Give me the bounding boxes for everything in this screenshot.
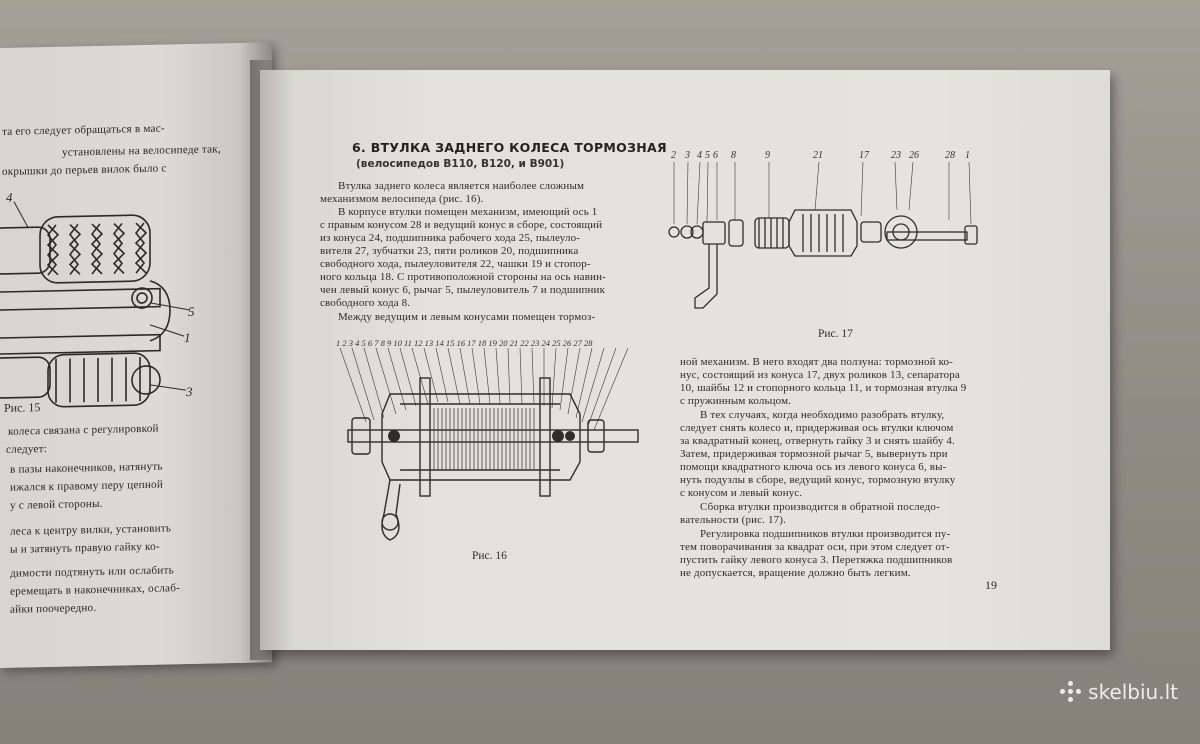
body-text-line: за квадратный конец, отвернуть гайку 3 и… [680,435,955,447]
fig16-callout-numbers: 1 2 3 4 5 6 7 8 9 10 11 12 13 14 15 16 1… [336,338,593,348]
body-text-line: Между ведущим и левым конусами помещен т… [338,311,596,323]
figure-17-exploded-view: 2 3 4 5 6 8 9 21 17 23 26 28 1 [668,150,978,309]
skelbiu-logo-icon [1060,681,1082,703]
left-text-line: димости подтянуть или ослабить [10,564,174,580]
fig17-label: 9 [765,150,770,161]
fig17-label: 2 [671,150,676,161]
fig15-label: 4 [6,190,13,205]
fig15-label: 1 [184,330,190,345]
fig17-label: 3 [684,150,690,161]
left-text-line: колеса связана с регулировкой [8,422,159,438]
body-text-line: не допускается, вращение должно быть лег… [680,567,911,579]
left-page: та его следует обращаться в мас- установ… [0,42,272,668]
left-text-line: еремещать в наконечниках, ослаб- [10,582,181,598]
body-text-line: чен левый конус 6, рычаг 5, пылеуловител… [320,284,606,296]
body-text-line: Втулка заднего колеса является наиболее … [338,180,585,192]
left-text-line: ы и затянуть правую гайку ко- [10,540,160,556]
body-text-line: Затем, придерживая тормозной рычаг 5, вы… [680,448,948,460]
fig15-label: 3 [185,384,193,399]
figure-16-caption: Рис. 16 [472,550,507,562]
watermark: skelbiu.lt [1060,680,1178,704]
body-text-line: с конусом и левый конус. [680,487,803,499]
left-text-line: следует: [6,443,48,456]
fig17-label: 6 [713,150,718,161]
body-text-line: Регулировка подшипников втулки производи… [700,528,951,540]
fig17-label: 5 [705,150,710,161]
fig17-label: 28 [945,150,955,161]
body-text-line: с правым конусом 28 и ведущий конус в сб… [320,219,603,231]
body-text-line: нус, состоящий из конуса 17, двух ролико… [680,369,960,381]
right-page: 6. ВТУЛКА ЗАДНЕГО КОЛЕСА ТОРМОЗНАЯ (вело… [260,70,1110,650]
section-subheading: (велосипедов В110, В120, и В901) [356,158,565,170]
body-text-line: пустить гайку левого конуса 3. Перетяжка… [680,554,953,566]
fig17-label: 23 [891,150,901,161]
body-text-line: вательности (рис. 17). [680,514,786,526]
body-text-line: ной механизм. В него входят два ползуна:… [680,356,953,368]
fig17-label: 8 [731,150,736,161]
body-text-line: свободного хода, пылеуловителя 22, чашки… [320,258,591,270]
body-text-line: вителя 27, зубчатки 23, пяти роликов 20,… [320,245,579,257]
left-text-line: установлены на велосипеде так, [62,143,221,159]
left-text-line: в пазы наконечников, натянуть [10,460,163,476]
left-text-line: у с левой стороны. [10,497,103,512]
body-text-line: свободного хода 8. [320,297,411,309]
body-text-line: с пружинным кольцом. [680,395,792,407]
left-text-line: леса к центру вилки, установить [10,522,172,538]
figure-17-caption: Рис. 17 [818,328,853,340]
left-text-line: ижался к правому перу цепной [10,478,164,494]
fig17-label: 1 [965,150,970,161]
body-text-line: нуть подузлы в сборе, ведущий конус, тор… [680,474,956,486]
fig17-label: 21 [813,150,823,161]
body-text-line: следует снять колесо и, придерживая ось … [680,422,954,434]
fig17-label: 17 [859,150,870,161]
body-text-line: Сборка втулки производится в обратной по… [700,501,940,513]
left-text-line: окрышки до перьев вилок было с [2,162,167,178]
section-heading: 6. ВТУЛКА ЗАДНЕГО КОЛЕСА ТОРМОЗНАЯ [352,140,667,155]
fig15-label: 5 [188,304,195,319]
body-text-line: из конуса 24, подшипника рабочего хода 2… [320,232,581,244]
body-text-line: В тех случаях, когда необходимо разобрат… [700,409,945,421]
left-text-line: та его следует обращаться в мас- [2,122,165,138]
body-text-line: В корпусе втулки помещен механизм, имеющ… [338,206,598,218]
figure-15-chain-drawing: 4 5 1 3 [0,190,195,408]
body-text-line: помощи квадратного ключа ось из левого к… [680,461,947,473]
body-text-line: механизмом велосипеда (рис. 16). [320,193,484,205]
figure-16-hub-section: 1 2 3 4 5 6 7 8 9 10 11 12 13 14 15 16 1… [336,338,639,541]
fig17-label: 4 [697,150,702,161]
watermark-text: skelbiu.lt [1088,680,1178,704]
left-text-line: айки поочередно. [10,601,97,616]
body-text-line: ного кольца 18. С противоположной сторон… [320,271,606,283]
body-text-line: 10, шайбы 12 и стопорного кольца 11, и т… [680,382,967,394]
body-text-line: тем поворачивания за квадрат оси, при эт… [680,541,950,553]
fig17-label: 26 [909,150,919,161]
page-number: 19 [985,578,997,592]
figure-15-caption: Рис. 15 [4,400,41,415]
